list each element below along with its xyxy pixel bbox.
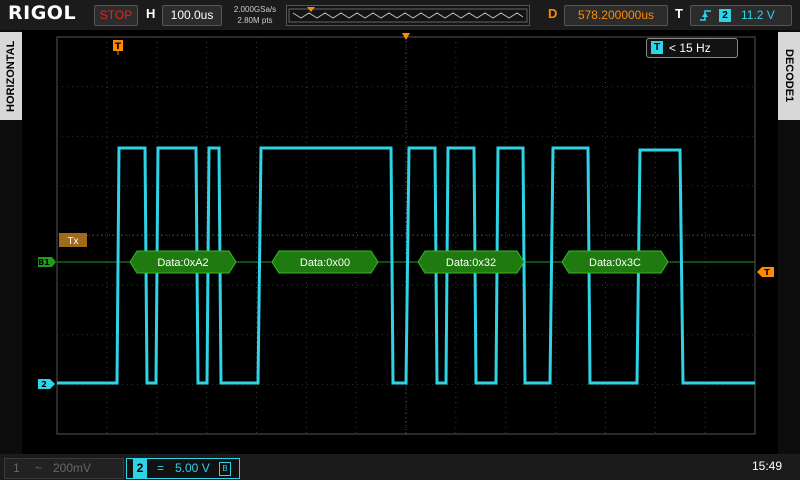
decode-label-tx: Tx [59, 233, 87, 247]
trigger-source: 2 [719, 9, 731, 22]
ch1-scale: 200mV [53, 461, 92, 475]
right-side-panel [778, 30, 800, 454]
frequency-trigger-icon: T [651, 41, 663, 54]
decode-frame: Data:0xA2 [129, 250, 237, 274]
timebase-label: H [146, 6, 156, 21]
delay-label: D [548, 6, 558, 21]
decode1-menu-tab[interactable]: DECODE1 [778, 32, 800, 120]
trigger-position-marker [402, 33, 410, 40]
trigger-level: 11.2 V [741, 8, 775, 22]
trigger-settings[interactable]: 2 11.2 V [690, 5, 792, 26]
memory-overview-strip[interactable] [286, 5, 530, 26]
ch2-waveform [57, 146, 755, 385]
frequency-readout: < 15 Hz [669, 41, 711, 55]
ch2-offset-marker[interactable]: 2 [38, 379, 55, 389]
ch2-scale: 5.00 V [175, 461, 210, 475]
top-status-bar: RIGOL STOP H 100.0us 2.000GSa/s 2.80M pt… [0, 0, 800, 30]
decode-frame: Data:0x3C [561, 250, 669, 274]
delay-value[interactable]: 578.200000us [564, 5, 668, 26]
ch2-number: 2 [133, 459, 147, 478]
frequency-counter: T < 15 Hz [646, 38, 738, 58]
decode-frame-text: Data:0x3C [589, 257, 641, 269]
decode-frame-text: Data:0xA2 [157, 257, 208, 269]
decode-frames: Data:0xA2 Data:0x00 Data:0x32 Data:0x3C [129, 250, 669, 274]
timebase-value[interactable]: 100.0us [162, 5, 222, 26]
memory-depth: 2.80M pts [237, 16, 273, 25]
decode-frame: Data:0x00 [271, 250, 379, 274]
decode-frame-box [417, 250, 525, 274]
decode-frame-box [561, 250, 669, 274]
ch1-number: 1 [13, 461, 20, 475]
trigger-level-text: T [764, 268, 770, 277]
decode-frame: Data:0x32 [417, 250, 525, 274]
bus-marker-text: B1 [38, 258, 50, 267]
rising-edge-icon [699, 6, 713, 31]
bandwidth-limit-icon: B [219, 462, 231, 476]
ch1-status[interactable]: 1 ~ 200mV [4, 458, 124, 479]
ch2-status[interactable]: 2 = 5.00 V B [126, 458, 240, 479]
acquisition-info: 2.000GSa/s 2.80M pts [228, 4, 282, 26]
trigger-marker-text: T [115, 42, 122, 52]
sample-rate: 2.000GSa/s [233, 5, 277, 14]
decode-frame-text: Data:0x32 [446, 257, 496, 269]
left-side-panel [0, 30, 22, 454]
decode-frame-text: Data:0x00 [300, 257, 350, 269]
decode-label-text: Tx [67, 236, 78, 247]
decode-frame-box [271, 250, 379, 274]
bus-marker-b1[interactable]: B1 [38, 257, 56, 267]
trigger-position-icon: T [113, 40, 123, 55]
bottom-channel-bar: 1 ~ 200mV 2 = 5.00 V B 15:49 [0, 454, 800, 480]
decode-frame-box [129, 250, 237, 274]
memory-waveform-icon [288, 7, 528, 23]
ch2-marker-text: 2 [41, 380, 47, 389]
ch1-coupling: ~ [35, 461, 43, 475]
ch2-coupling: = [157, 461, 165, 475]
system-clock: 15:49 [752, 459, 783, 473]
trigger-level-marker[interactable]: T [757, 267, 774, 277]
run-stop-status[interactable]: STOP [94, 5, 138, 26]
rigol-logo: RIGOL [8, 2, 77, 24]
trigger-label: T [675, 6, 683, 21]
